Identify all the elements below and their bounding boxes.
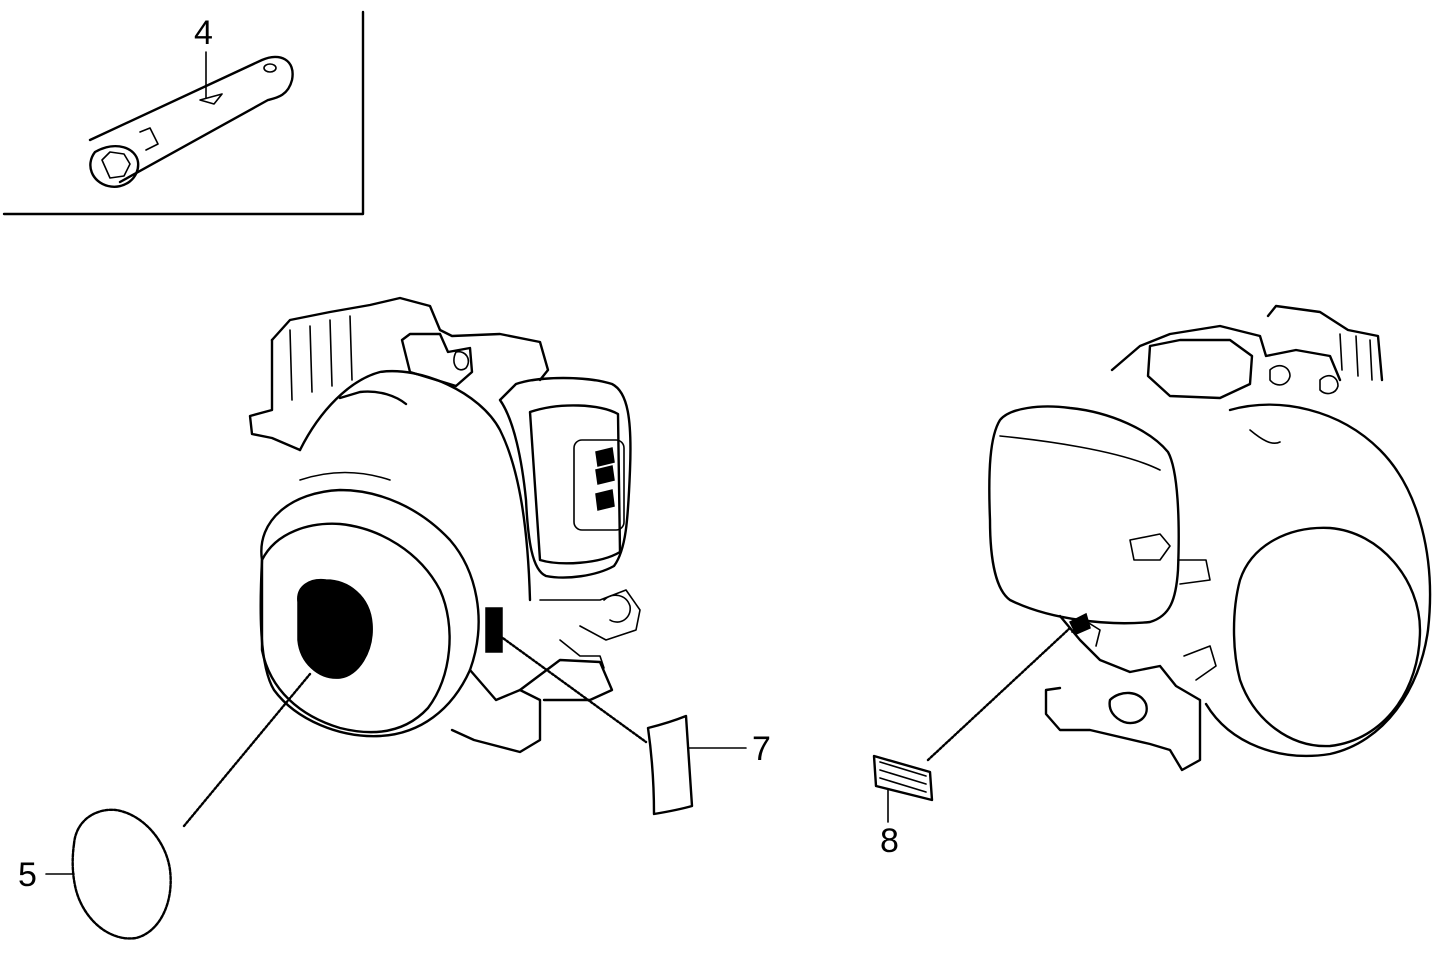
- callout-4-label: 4: [194, 14, 213, 52]
- callout-5-dashed-leader: [182, 672, 312, 828]
- engine-rear-view: [988, 304, 1432, 772]
- decal-8-part: 8: [872, 626, 1072, 860]
- callout-7-dashed-leader: [498, 634, 648, 744]
- decal-5-part: 5: [18, 672, 312, 940]
- tool-inset: 4: [2, 10, 365, 216]
- starter-decal-area: [297, 578, 373, 679]
- label-7-target: [485, 607, 503, 653]
- callout-8-label: 8: [880, 822, 899, 860]
- decal-7-part: 7: [498, 634, 771, 816]
- callout-8-dashed-leader: [926, 626, 1072, 762]
- engine-front-view: [248, 296, 641, 754]
- label-8-target: [1068, 612, 1091, 635]
- callout-5-label: 5: [18, 856, 37, 894]
- callout-7-label: 7: [752, 730, 771, 768]
- spark-plug-wrench-icon: [88, 55, 294, 188]
- inset-frame: [2, 10, 365, 216]
